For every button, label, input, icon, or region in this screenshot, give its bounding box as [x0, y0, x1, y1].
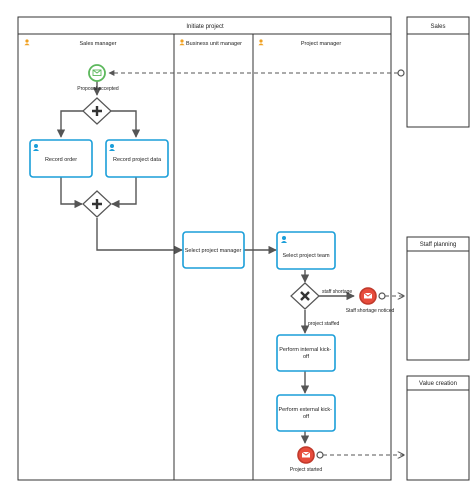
staff-shortage-end-event[interactable]	[359, 287, 377, 305]
task-label: Record project data	[113, 157, 162, 163]
lane-title: Sales manager	[80, 41, 117, 47]
message-source-marker	[316, 451, 324, 459]
lane-business-unit-manager[interactable]: Business unit manager	[179, 34, 254, 480]
user-task-icon	[109, 144, 115, 151]
lane-title: Project manager	[301, 41, 342, 47]
user-task-icon	[281, 236, 287, 243]
task-label: Record order	[45, 157, 77, 163]
task-select-project-team[interactable]: Select project team	[276, 231, 336, 270]
parallel-gateway-split[interactable]	[82, 97, 112, 125]
flow-join-left	[60, 177, 83, 209]
task-label: Perform internal kick- off	[279, 347, 333, 360]
message-source-marker	[397, 69, 405, 77]
flow-label: project staffed	[308, 321, 340, 327]
parallel-gateway-join[interactable]	[82, 190, 112, 218]
start-event[interactable]	[88, 64, 106, 82]
sequence-flows	[56, 81, 355, 444]
flow-join-right	[111, 177, 137, 209]
lane-project-manager[interactable]: Project manager	[258, 39, 341, 47]
person-lane-icon	[24, 39, 30, 46]
task-label: Select project manager	[185, 248, 242, 254]
x-icon	[300, 291, 310, 301]
flow-label: staff shortage	[322, 289, 352, 295]
project-started-end-event[interactable]	[297, 446, 315, 464]
flow-split-left	[56, 110, 84, 138]
person-lane-icon	[179, 39, 185, 46]
message-source-marker	[378, 292, 386, 300]
person-lane-icon	[258, 39, 264, 46]
flow-to-select-pm	[96, 218, 183, 255]
envelope-icon	[92, 69, 102, 76]
pool-title: Staff planning	[420, 242, 457, 248]
exclusive-gateway[interactable]	[290, 282, 320, 310]
lane-title: Business unit manager	[186, 41, 242, 47]
pool-sales[interactable]: Sales	[406, 16, 470, 128]
message-flows	[108, 69, 405, 459]
task-label: Perform external kick- off	[278, 407, 333, 420]
pool-staff-planning[interactable]: Staff planning	[406, 236, 470, 361]
envelope-icon	[301, 451, 311, 458]
user-task-icon	[33, 144, 39, 151]
pool-value-creation[interactable]: Value creation	[406, 375, 470, 481]
flow-split-right	[110, 110, 141, 138]
lane-sales-manager[interactable]: Sales manager	[24, 34, 175, 480]
task-internal-kickoff[interactable]: Perform internal kick- off	[276, 334, 336, 372]
task-label: Select project team	[282, 253, 329, 259]
pool-title: Initiate project	[186, 24, 224, 30]
plus-icon	[92, 106, 102, 116]
event-label: Proposal accepted	[77, 86, 119, 92]
pool-title: Sales	[430, 24, 445, 30]
task-record-order[interactable]: Record order	[29, 139, 93, 178]
event-label: Staff shortage noticed	[346, 308, 395, 314]
task-external-kickoff[interactable]: Perform external kick- off	[276, 394, 336, 432]
envelope-icon	[363, 292, 373, 299]
pool-title: Value creation	[419, 381, 457, 387]
task-record-project-data[interactable]: Record project data	[105, 139, 169, 178]
event-label: Project started	[290, 467, 322, 473]
plus-icon	[92, 199, 102, 209]
task-select-project-manager[interactable]: Select project manager	[182, 231, 245, 269]
